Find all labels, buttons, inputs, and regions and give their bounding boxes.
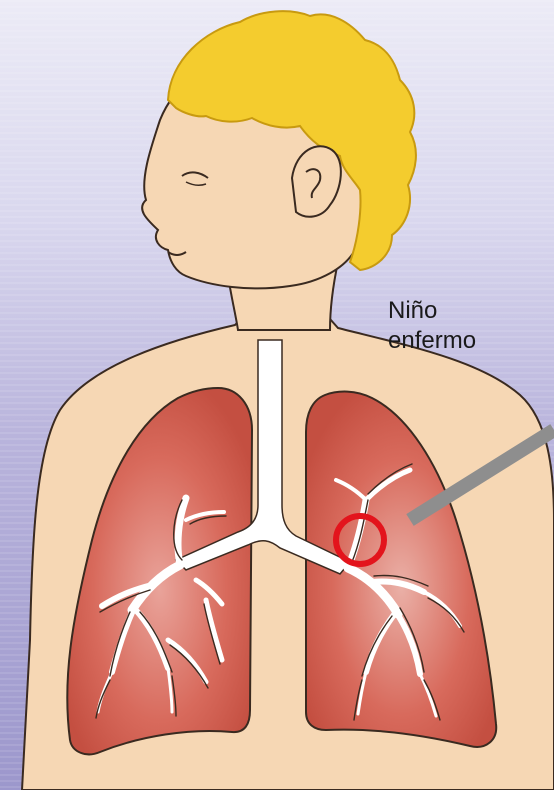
caption-line-2: enfermo [388, 326, 476, 356]
caption-label: Niño enfermo [388, 296, 476, 356]
caption-line-1: Niño [388, 296, 476, 326]
